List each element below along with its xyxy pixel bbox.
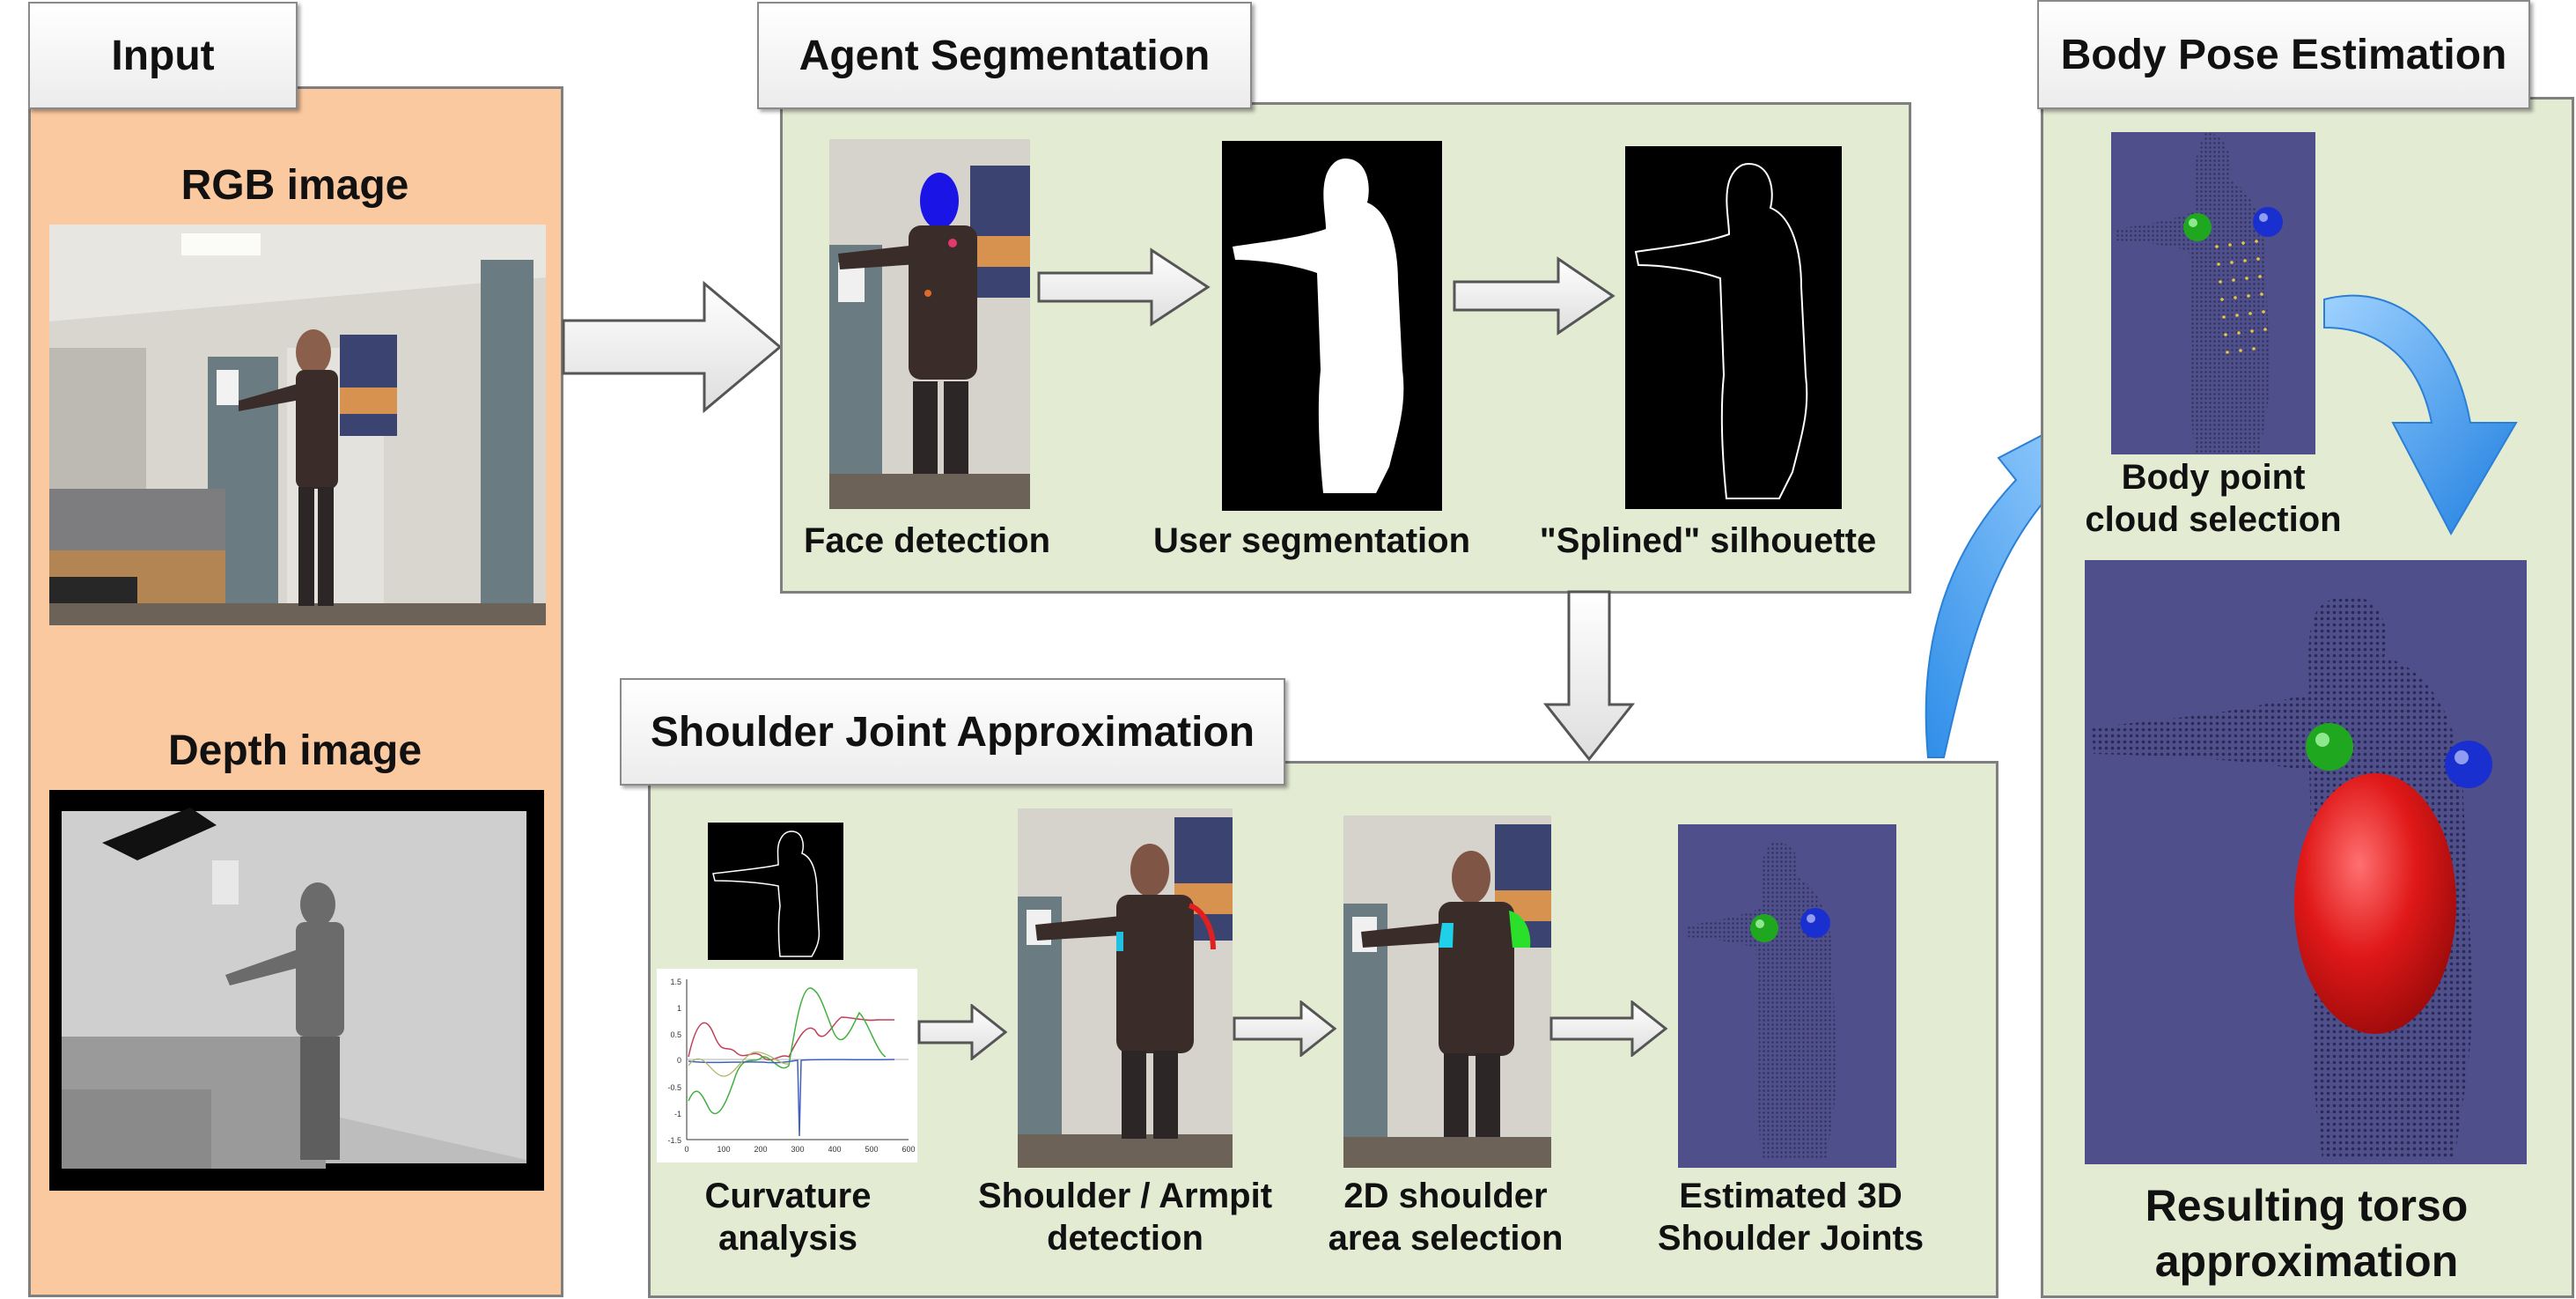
curvature-silhouette-image	[708, 823, 843, 960]
splined-silhouette-caption: "Splined" silhouette	[1539, 521, 1877, 560]
curvature-caption-line2: analysis	[718, 1219, 857, 1258]
cloud-to-torso-arrow	[2323, 294, 2518, 536]
user-segmentation-image	[1222, 141, 1442, 511]
curvature-caption-line1: Curvature	[704, 1177, 872, 1215]
curvature-to-armpit-arrow	[917, 1004, 1008, 1060]
torso-caption-line1: Resulting torso	[2145, 1181, 2469, 1230]
cloud-caption-line1: Body point	[2121, 458, 2306, 497]
y-tick: 0.5	[670, 1030, 681, 1039]
joints-caption: Estimated 3D Shoulder Joints	[1632, 1175, 1949, 1259]
torso-approximation-caption: Resulting torso approximation	[2051, 1178, 2562, 1288]
splined-silhouette-image	[1625, 146, 1842, 509]
shoulder-area-image	[1343, 816, 1551, 1168]
curvature-caption: Curvature analysis	[660, 1175, 916, 1259]
face-detection-caption: Face detection	[803, 521, 1051, 560]
curvature-plot: 1.5 1 0.5 0 -0.5 -1 -1.5 0 100 200 300 4…	[657, 969, 917, 1162]
y-tick: -0.5	[667, 1083, 681, 1092]
area-caption-line2: area selection	[1328, 1219, 1564, 1258]
y-tick: 1	[677, 1004, 681, 1013]
joints-caption-line2: Shoulder Joints	[1657, 1219, 1925, 1258]
user-segmentation-caption: User segmentation	[1152, 521, 1471, 560]
face-to-segmentation-arrow	[1037, 247, 1211, 327]
agent-segmentation-tab: Agent Segmentation	[757, 2, 1252, 109]
y-tick: 1.5	[670, 978, 681, 986]
joints-caption-line1: Estimated 3D	[1679, 1177, 1903, 1215]
body-point-cloud-caption: Body point cloud selection	[2076, 456, 2351, 541]
x-tick: 100	[717, 1145, 730, 1154]
segmentation-to-shoulder-arrow	[1542, 590, 1636, 762]
y-tick: 0	[677, 1056, 681, 1065]
input-to-segmentation-arrow	[562, 280, 783, 414]
armpit-detection-image	[1018, 808, 1233, 1168]
shoulder-joint-tab: Shoulder Joint Approximation	[620, 678, 1285, 786]
x-tick: 300	[791, 1145, 804, 1154]
x-tick: 0	[684, 1145, 688, 1154]
rgb-image-caption: RGB image	[180, 162, 409, 209]
armpit-caption: Shoulder / Armpit detection	[960, 1175, 1291, 1259]
torso-caption-line2: approximation	[2154, 1236, 2459, 1286]
face-detection-image	[829, 139, 1030, 509]
area-to-joints-arrow	[1549, 1000, 1668, 1057]
torso-approximation-image	[2085, 560, 2527, 1164]
segmentation-to-silhouette-arrow	[1453, 256, 1616, 336]
body-point-cloud-image	[2111, 132, 2315, 454]
x-tick: 600	[902, 1145, 915, 1154]
y-tick: -1.5	[667, 1136, 681, 1145]
body-pose-tab: Body Pose Estimation	[2037, 0, 2530, 109]
input-tab: Input	[28, 2, 298, 109]
x-tick: 500	[865, 1145, 878, 1154]
depth-image	[49, 790, 544, 1191]
armpit-caption-line2: detection	[1047, 1219, 1203, 1258]
area-caption-line1: 2D shoulder	[1343, 1177, 1548, 1215]
y-tick: -1	[674, 1110, 681, 1118]
shoulder-joints-image	[1678, 824, 1896, 1168]
area-caption: 2D shoulder area selection	[1303, 1175, 1588, 1259]
rgb-image	[49, 225, 546, 625]
armpit-to-area-arrow	[1233, 1000, 1337, 1057]
cloud-caption-line2: cloud selection	[2085, 500, 2342, 539]
depth-image-caption: Depth image	[167, 727, 423, 774]
x-tick: 400	[828, 1145, 841, 1154]
armpit-caption-line1: Shoulder / Armpit	[977, 1177, 1273, 1215]
x-tick: 200	[754, 1145, 767, 1154]
